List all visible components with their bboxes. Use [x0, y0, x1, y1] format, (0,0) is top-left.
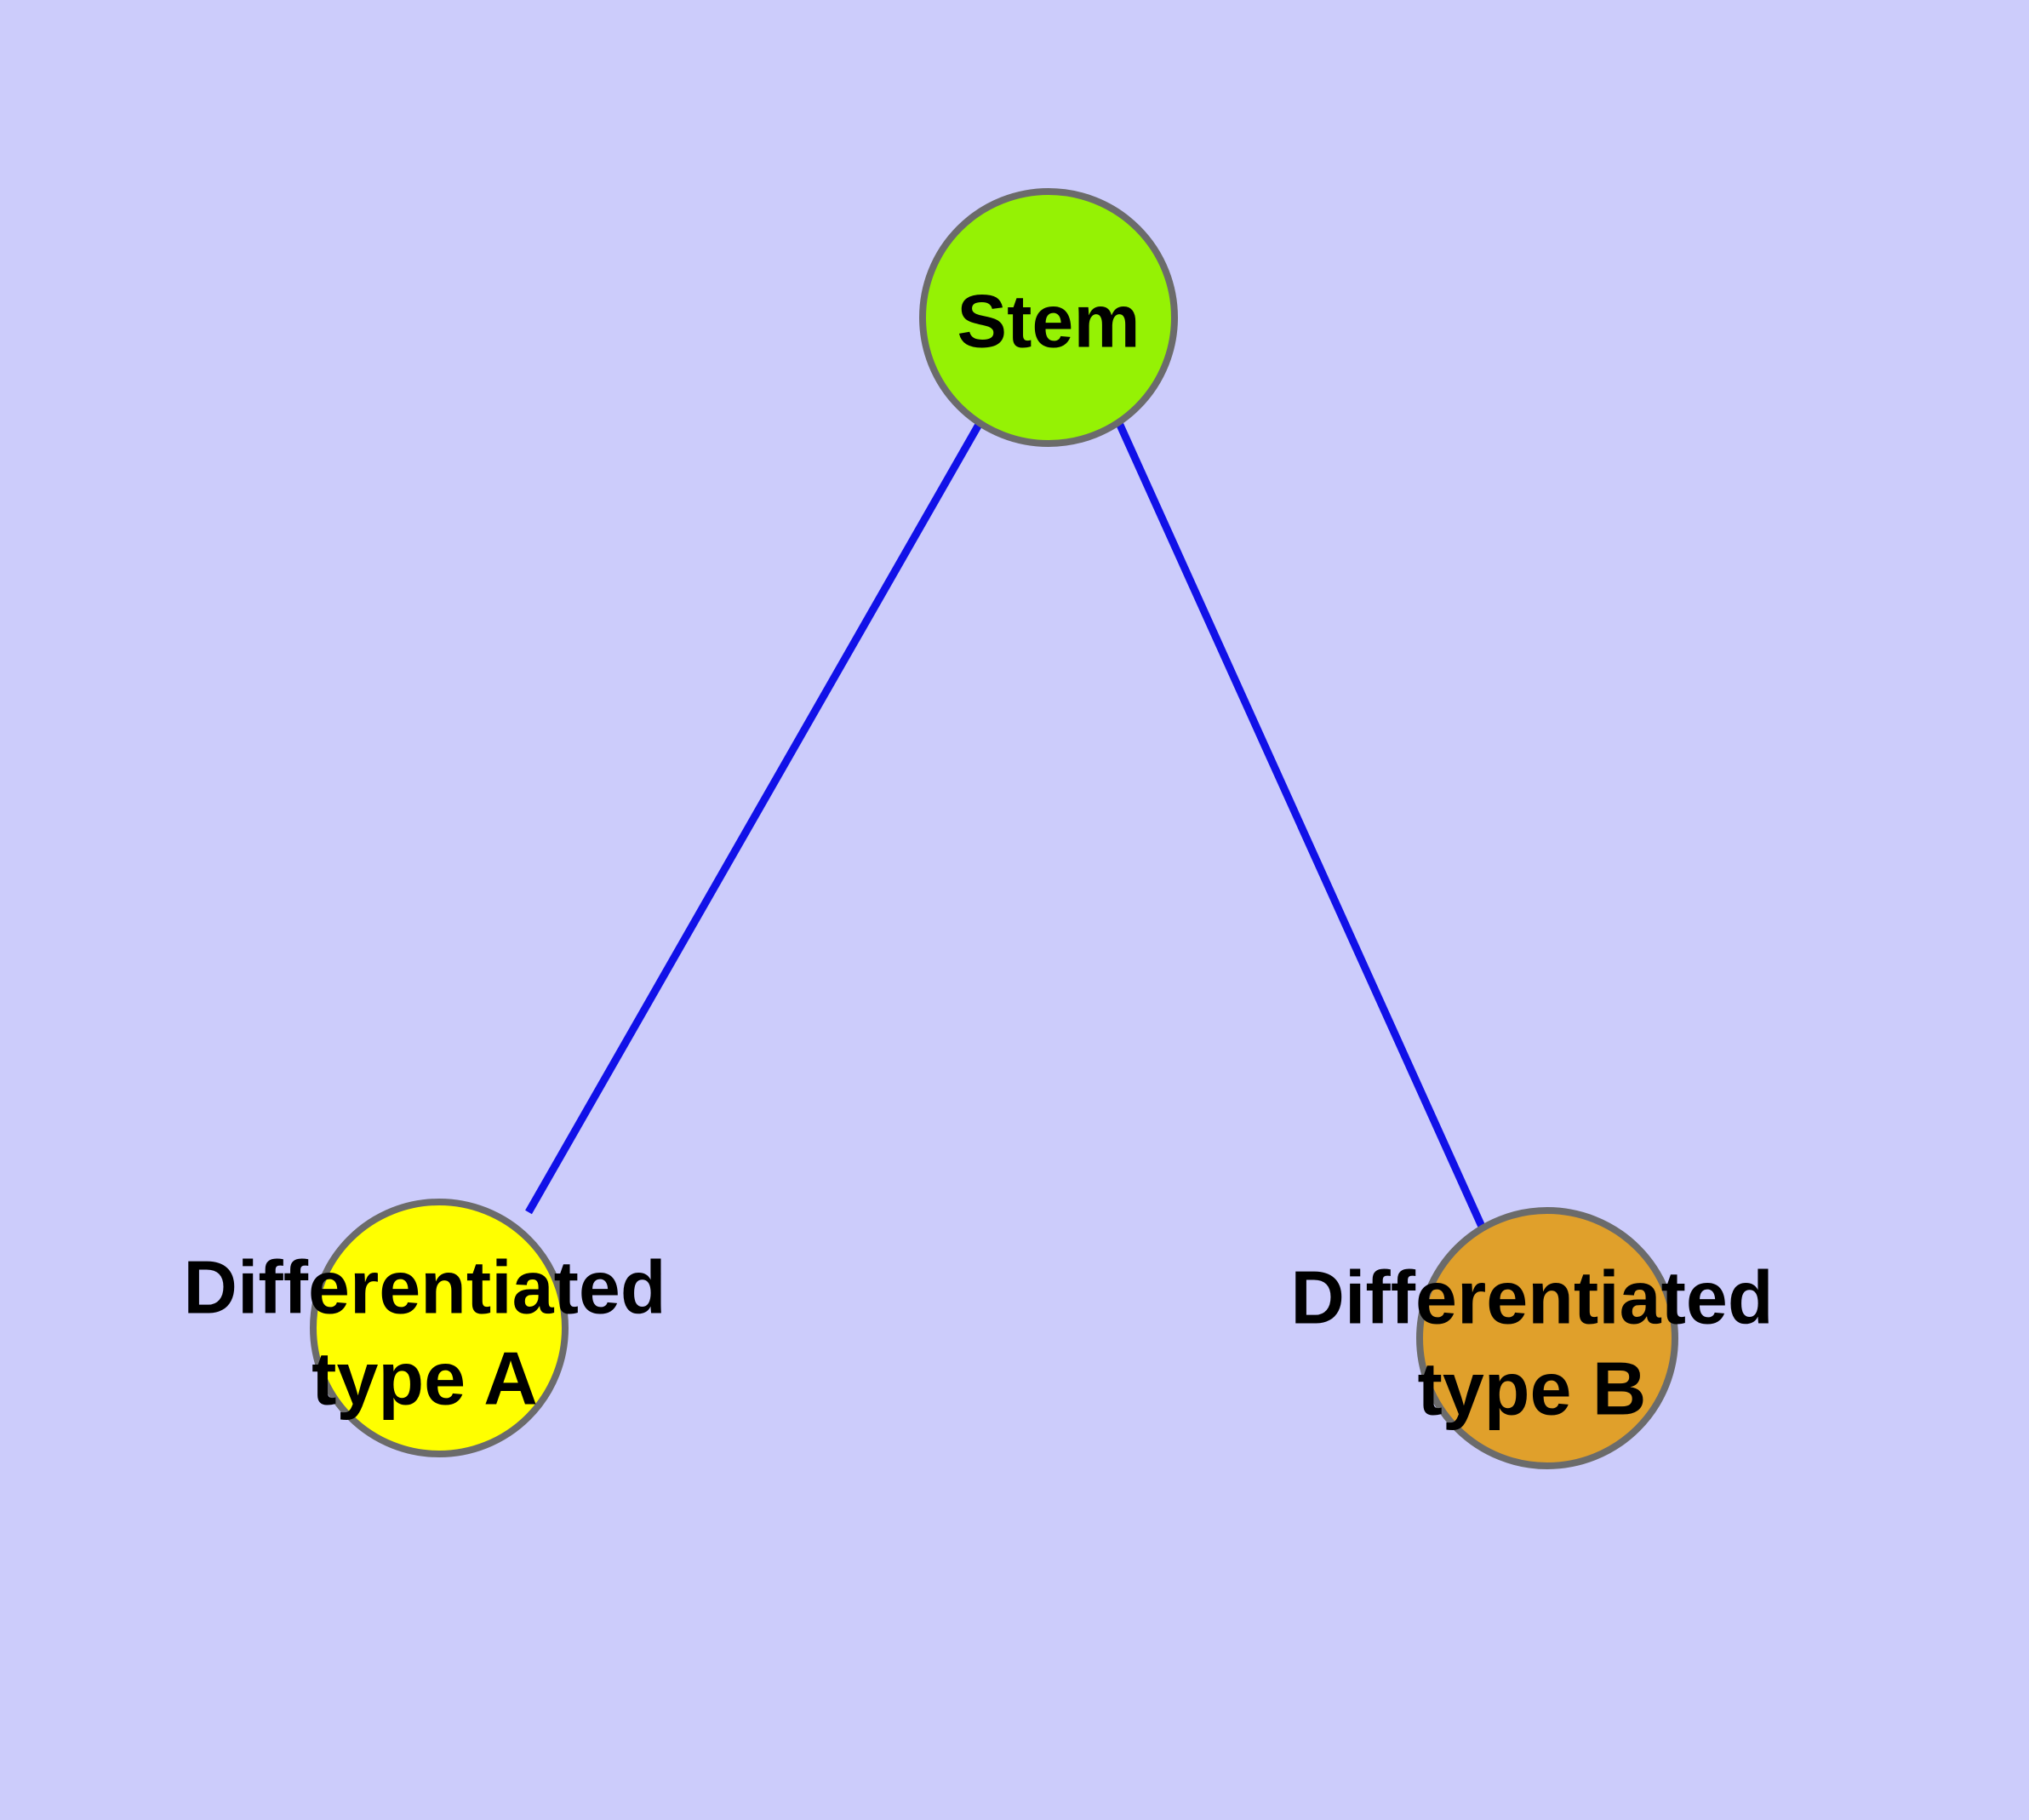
graph-node-stem[interactable]	[919, 188, 1178, 447]
graph-edge	[1115, 421, 1487, 1230]
edge-layer	[525, 421, 1487, 1230]
graph-node-diff-b[interactable]	[1416, 1207, 1678, 1469]
node-layer	[310, 188, 1678, 1469]
graph-edge	[525, 421, 983, 1215]
graph-node-diff-a[interactable]	[310, 1199, 569, 1457]
